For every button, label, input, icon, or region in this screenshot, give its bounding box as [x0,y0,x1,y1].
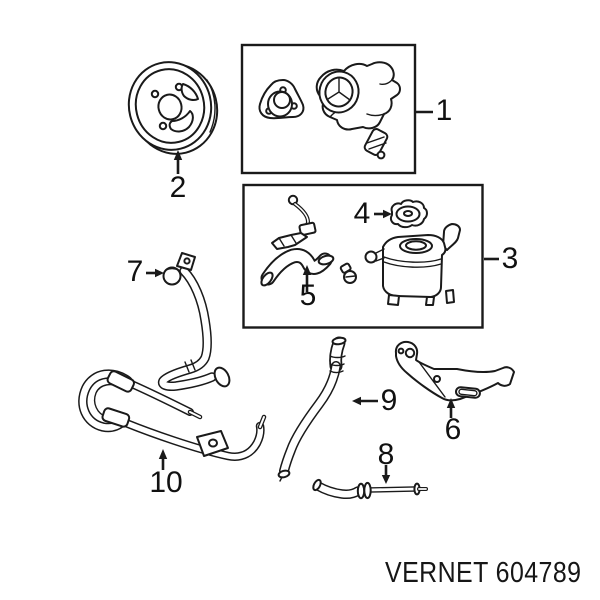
callout-arrow-2 [173,150,183,174]
callout-arrow-7 [146,268,164,278]
pulley-drawing [127,61,219,155]
reservoir-clip-drawing [339,262,357,284]
callout-arrow-8 [381,465,391,484]
callout-label-1: 1 [435,94,453,127]
callout-arrow-4 [374,209,392,219]
small-hose-drawing [312,478,428,500]
pump-fitting-drawing [363,128,389,160]
callout-label-7: 7 [126,255,144,288]
callout-label-8: 8 [377,438,395,471]
reservoir-sensor-drawing [271,194,317,250]
group-box-3 [242,183,484,329]
callout-label-3: 3 [501,242,519,275]
group-box-1 [240,43,417,175]
callout-arrow-10 [158,449,168,470]
callout-arrow-9 [352,396,378,406]
mount-bracket-drawing [394,340,515,402]
pump-flange-drawing [258,79,305,120]
callout-label-4: 4 [353,197,371,230]
callout-arrow-6 [446,398,456,418]
reservoir-hose-drawing [260,254,335,287]
pump-body-drawing [315,61,401,131]
callout-label-6: 6 [444,413,462,446]
callout-label-2: 2 [169,171,187,204]
callout-label-5: 5 [299,279,317,312]
oil-cooler-drawing [83,370,264,457]
reservoir-tank-drawing [364,223,461,306]
return-tube-drawing [277,337,347,482]
brand-part-number: VERNET 604789 [385,557,582,589]
callout-label-9: 9 [380,384,398,417]
callout-arrow-5 [302,265,312,292]
pressure-hose-drawing [163,252,231,389]
reservoir-cap-drawing [389,199,428,229]
callout-label-10: 10 [149,466,183,499]
